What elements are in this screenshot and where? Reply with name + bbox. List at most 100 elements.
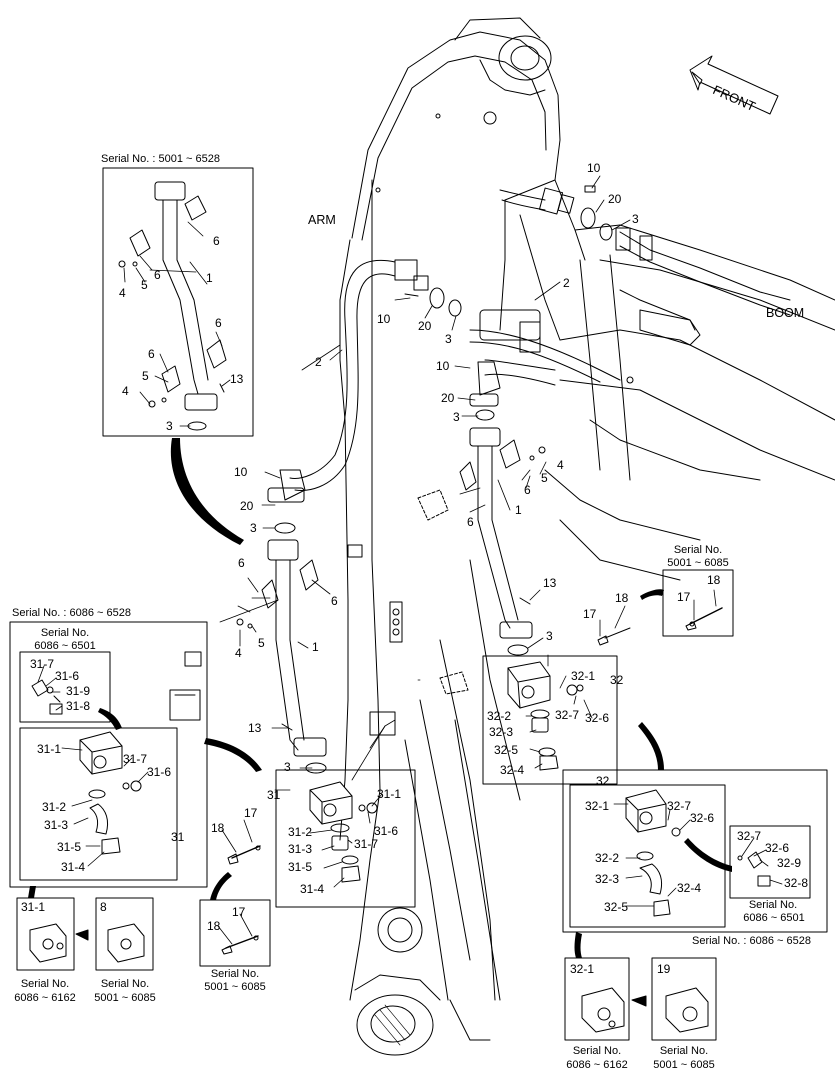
callout-31-5: 31-5 — [288, 860, 313, 874]
callout-2: 2 — [563, 276, 570, 290]
boom-structure — [544, 224, 835, 581]
callout-3: 3 — [445, 332, 452, 346]
hose-right-mid — [469, 309, 621, 421]
callout-31-3: 31-3 — [288, 842, 313, 856]
callout-4: 4 — [119, 286, 126, 300]
serial-5001-6085-bottom-l2: 5001 ~ 6085 — [653, 1059, 715, 1071]
inset-box-19-block — [651, 957, 717, 1041]
callout-32-3: 32-3 — [489, 725, 514, 739]
callout-1: 1 — [515, 503, 522, 517]
callout-32-7: 32-7 — [737, 829, 762, 843]
callout-8: 8 — [100, 900, 107, 914]
inset-box-31-main — [275, 769, 416, 908]
connector-sweeps — [28, 438, 732, 958]
serial-6086-6501-right-l1: Serial No. — [748, 899, 798, 911]
callout-19: 19 — [657, 962, 671, 976]
front-arrow-icon — [689, 55, 779, 115]
callout-31-4: 31-4 — [61, 860, 86, 874]
callout-31-1: 31-1 — [21, 900, 46, 914]
callout-31: 31 — [171, 830, 185, 844]
callout-32-2: 32-2 — [595, 851, 620, 865]
callout-3: 3 — [546, 629, 553, 643]
callout-18: 18 — [615, 591, 629, 605]
serial-6086-6162-right-l2: 6086 ~ 6162 — [566, 1059, 628, 1071]
callout-31-3: 31-3 — [44, 818, 69, 832]
callout-32: 32 — [610, 673, 624, 687]
callout-20: 20 — [608, 192, 622, 206]
serial-5001-6085-left-l2: 5001 ~ 6085 — [94, 992, 156, 1004]
callout-32-7: 32-7 — [555, 708, 580, 722]
callout-13: 13 — [230, 372, 244, 386]
serial-6086-6528-left: Serial No. : 6086 ~ 6528 — [12, 607, 131, 619]
callout-32-1: 32-1 — [585, 799, 610, 813]
pipe-1-inset — [118, 181, 227, 431]
inset-box-31-1-block — [16, 897, 75, 971]
callout-4: 4 — [557, 458, 564, 472]
callout-31-2: 31-2 — [288, 825, 313, 839]
block-31-detail — [31, 679, 142, 855]
callout-31-7: 31-7 — [123, 752, 148, 766]
callout-5: 5 — [142, 369, 149, 383]
pipe-1-right — [459, 427, 546, 656]
callout-5: 5 — [141, 278, 148, 292]
callout-4: 4 — [235, 646, 242, 660]
block-32-1-small — [581, 987, 625, 1033]
serial-5001-6085-right-l1: Serial No. — [673, 544, 723, 556]
callout-6: 6 — [215, 316, 222, 330]
callout-31-8: 31-8 — [66, 699, 91, 713]
inset-box-31-large — [9, 621, 208, 888]
callout-32-3: 32-3 — [595, 872, 620, 886]
callout-32: 32 — [596, 774, 610, 788]
callout-32-6: 32-6 — [765, 841, 790, 855]
block-8-small — [107, 923, 145, 963]
callout-20: 20 — [240, 499, 254, 513]
callout-32-4: 32-4 — [677, 881, 702, 895]
callout-2: 2 — [315, 355, 322, 369]
callout-32-2: 32-2 — [487, 709, 512, 723]
callout-6: 6 — [238, 556, 245, 570]
serial-6086-6501-left-l2: 6086 ~ 6501 — [34, 640, 96, 652]
callout-3: 3 — [250, 521, 257, 535]
callout-20: 20 — [418, 319, 432, 333]
inset-box-32-main — [482, 655, 618, 785]
serial-5001-6085-right-l2: 5001 ~ 6085 — [667, 557, 729, 569]
callout-18: 18 — [707, 573, 721, 587]
pipe-1-center — [236, 539, 327, 774]
callout-31-7: 31-7 — [30, 657, 55, 671]
leader-lines — [37, 175, 783, 945]
serial-6086-6528-right: Serial No. : 6086 ~ 6528 — [692, 935, 811, 947]
callout-17: 17 — [244, 806, 258, 820]
inset-box-8-block — [95, 897, 154, 971]
callout-32-6: 32-6 — [690, 811, 715, 825]
callout-6: 6 — [154, 268, 161, 282]
callout-10: 10 — [234, 465, 248, 479]
callout-1: 1 — [312, 640, 319, 654]
inset-box-top-left — [102, 167, 254, 437]
serial-5001-6085-left-l1: Serial No. — [100, 978, 150, 990]
hose-2-left — [267, 259, 462, 534]
callout-32-6: 32-6 — [585, 711, 610, 725]
callout-31-1: 31-1 — [37, 742, 62, 756]
callout-10: 10 — [377, 312, 391, 326]
callout-13: 13 — [543, 576, 557, 590]
callout-32-9: 32-9 — [777, 856, 802, 870]
inset-box-32-large — [562, 769, 828, 933]
callout-32-4: 32-4 — [500, 763, 525, 777]
callout-32-5: 32-5 — [494, 743, 519, 757]
callout-6: 6 — [467, 515, 474, 529]
serial-5001-6085-bottom-l1: Serial No. — [659, 1045, 709, 1057]
callout-5: 5 — [541, 471, 548, 485]
callout-3: 3 — [166, 419, 173, 433]
block-32-detail — [625, 789, 771, 917]
callout-32-5: 32-5 — [604, 900, 629, 914]
arm-structure — [169, 17, 586, 1056]
serial-6086-6501-right-l2: 6086 ~ 6501 — [743, 912, 805, 924]
callout-20: 20 — [441, 391, 455, 405]
callout-6: 6 — [524, 483, 531, 497]
callout-32-1: 32-1 — [570, 962, 595, 976]
arrow-left-icon-2 — [631, 995, 647, 1007]
callout-3: 3 — [453, 410, 460, 424]
callout-31-1: 31-1 — [377, 787, 402, 801]
callout-3: 3 — [632, 212, 639, 226]
callout-31-5: 31-5 — [57, 840, 82, 854]
